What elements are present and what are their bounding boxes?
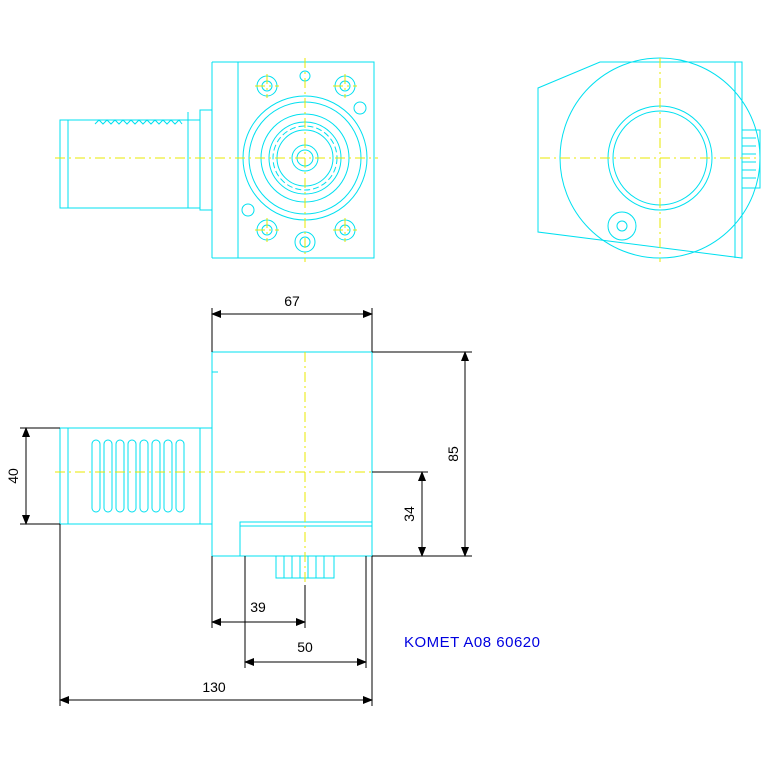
dim-offset-50: 50: [297, 639, 313, 655]
side-shank: [59, 427, 213, 525]
side-centerlines: [55, 352, 378, 585]
part-number-label: KOMET A08 60620: [404, 634, 541, 651]
front-body: [237, 61, 375, 259]
dim-offset-right: 34: [401, 506, 417, 522]
dimension-labels: 67 85 34 40 39 50 130: [5, 293, 461, 695]
dim-overall-length: 130: [202, 679, 226, 695]
front-view: [59, 61, 375, 259]
dimension-lines: [20, 308, 472, 706]
front-shank: [59, 119, 201, 209]
side-view: [59, 351, 373, 579]
back-centerlines: [540, 58, 760, 262]
front-centerlines: [55, 58, 378, 262]
dim-width-top: 67: [284, 293, 300, 309]
dim-height-right: 85: [445, 446, 461, 462]
back-body: [537, 61, 743, 259]
dim-shank-diameter: 40: [5, 468, 21, 484]
side-body: [211, 351, 373, 557]
dim-offset-39: 39: [250, 599, 266, 615]
shank-ribs: [91, 439, 185, 513]
